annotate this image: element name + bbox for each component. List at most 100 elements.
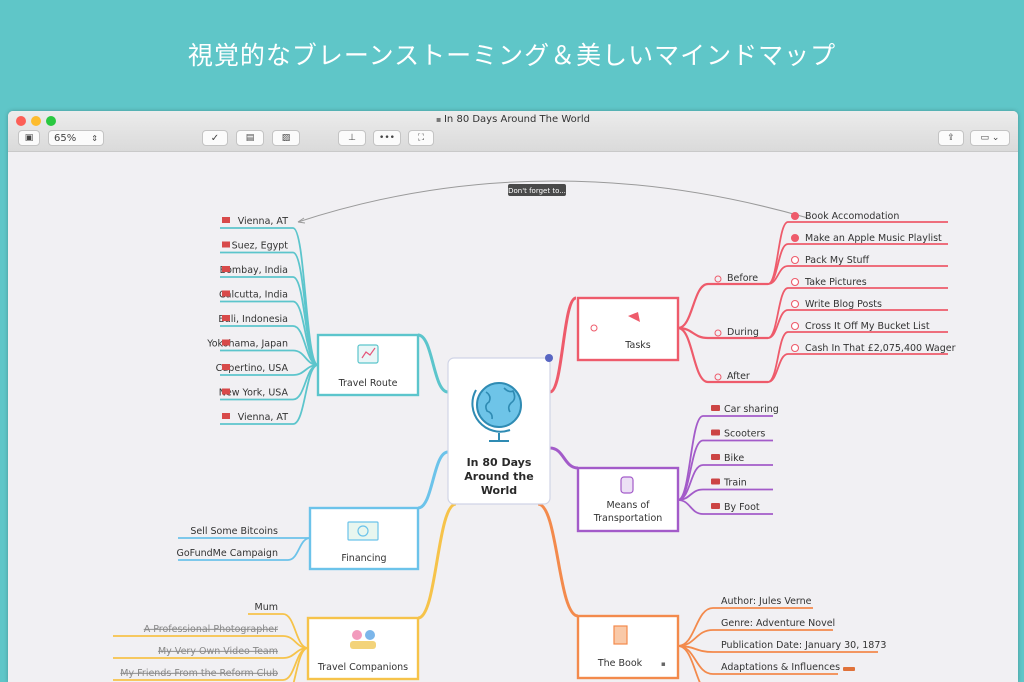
travel-route-item: Suez, Egypt — [232, 241, 289, 252]
close-window-button[interactable] — [16, 116, 26, 126]
flag-icon — [222, 413, 230, 419]
panel-icon: ▭ ⌄ — [980, 133, 1000, 143]
edge-task-item — [767, 309, 789, 339]
checkbox-icon[interactable] — [790, 321, 800, 331]
inspector-button[interactable]: ▭ ⌄ — [970, 130, 1010, 146]
transport-icon — [711, 503, 720, 509]
topic-companions-label: Travel Companions — [317, 662, 408, 673]
more-icon: ••• — [379, 133, 395, 143]
book-item: Publication Date: January 30, 1873 — [721, 640, 886, 651]
topic-transport-label-line2: Transportation — [593, 513, 663, 524]
topic-financing-label: Financing — [341, 553, 386, 564]
checkbox-icon[interactable] — [790, 277, 800, 287]
topic-book-label: The Book — [597, 658, 643, 669]
edge-task-group — [677, 282, 709, 330]
topic-tasks[interactable] — [576, 296, 680, 362]
zoom-value: 65% — [54, 132, 77, 144]
person-icon — [365, 630, 375, 640]
flag-icon — [222, 217, 230, 223]
image-icon: ▨ — [281, 133, 291, 143]
transport-icon — [711, 454, 720, 460]
checkbox-icon[interactable] — [790, 255, 800, 265]
add-child-button[interactable]: ⊥ — [338, 130, 366, 146]
note-indicator-icon: ▪ — [661, 660, 666, 668]
checkbox-icon[interactable] — [790, 343, 800, 353]
edge-travel-route-item — [292, 364, 319, 425]
sidebar-toggle-button[interactable]: ▣ — [18, 130, 40, 146]
flag-icon — [222, 241, 230, 248]
edge-book-item — [677, 645, 701, 682]
task-item: Book Accomodation — [805, 211, 899, 222]
edge-transport-item — [677, 415, 704, 501]
companion-item: My Friends From the Reform Club — [120, 668, 278, 679]
edge-book-item — [677, 607, 714, 647]
transport-item: Bike — [724, 453, 744, 464]
travel-route-item: Vienna, AT — [238, 412, 288, 423]
edge-task-item — [767, 287, 789, 339]
edge-tasks — [549, 296, 577, 394]
train-icon — [620, 476, 634, 494]
task-item: Write Blog Posts — [805, 299, 882, 310]
task-button[interactable]: ✓ — [202, 130, 228, 146]
edge-companions — [417, 502, 457, 620]
document-icon: ▪ — [436, 115, 444, 124]
window-title: ▪ In 80 Days Around The World — [8, 114, 1018, 125]
central-title-line2: Around the — [464, 470, 533, 483]
flag-icon — [222, 266, 230, 272]
note-button[interactable]: ▤ — [236, 130, 264, 146]
travel-route-item: Calcutta, India — [219, 290, 288, 301]
financing-item: GoFundMe Campaign — [176, 548, 278, 559]
image-button[interactable]: ▨ — [272, 130, 300, 146]
companion-item: A Professional Photographer — [144, 624, 278, 635]
money-icon — [347, 521, 379, 541]
app-window: ▪ In 80 Days Around The World ▣ 65% ⇕ ✓ … — [8, 111, 1018, 682]
central-title-line1: In 80 Days — [467, 456, 532, 469]
zoom-select[interactable]: 65% ⇕ — [48, 130, 104, 146]
chevron-updown-icon: ⇕ — [91, 133, 98, 143]
add-sibling-button[interactable]: ••• — [373, 130, 401, 146]
travel-route-item: Bombay, India — [220, 265, 288, 276]
travel-route-item: New York, USA — [219, 388, 289, 399]
transport-icon — [711, 478, 720, 485]
task-item: Make an Apple Music Playlist — [805, 233, 942, 244]
flag-icon — [222, 290, 230, 297]
task-item: Cross It Off My Bucket List — [805, 321, 930, 332]
checkbox-checked-icon[interactable] — [790, 211, 800, 221]
transport-item: Scooters — [724, 429, 765, 440]
person-icon — [352, 630, 362, 640]
financing-item: Sell Some Bitcoins — [190, 526, 278, 537]
edge-book-item — [677, 629, 714, 647]
callout-badge[interactable] — [508, 184, 566, 196]
edge-book — [537, 502, 579, 618]
connection-handle[interactable] — [545, 354, 553, 362]
window-title-text: In 80 Days Around The World — [443, 114, 590, 125]
edge-financing — [417, 450, 449, 510]
edge-travel-route — [417, 333, 449, 394]
companion-item: My Very Own Video Team — [158, 646, 278, 657]
callout-connector — [297, 180, 809, 223]
transport-item: Train — [723, 478, 747, 489]
zoom-window-button[interactable] — [46, 116, 56, 126]
book-icon — [613, 625, 628, 645]
edge-transport-item — [677, 499, 704, 515]
topic-travel-route-label: Travel Route — [338, 378, 398, 389]
note-icon: ▤ — [245, 133, 255, 143]
travel-route-item: Bali, Indonesia — [218, 314, 288, 325]
share-button[interactable]: ⇪ — [938, 130, 964, 146]
checkmark-circle-icon: ✓ — [210, 132, 220, 144]
task-group-label: Before — [727, 273, 758, 284]
topic-book[interactable] — [576, 614, 680, 680]
coin-icon — [357, 525, 369, 537]
edge-transport-item — [677, 439, 704, 501]
globe-icon — [471, 382, 522, 442]
checkbox-icon[interactable] — [790, 299, 800, 309]
flag-icon — [222, 388, 230, 395]
edge-task-item — [767, 265, 789, 285]
minimize-window-button[interactable] — [31, 116, 41, 126]
transport-item: By Foot — [724, 502, 760, 513]
sidebar-icon: ▣ — [24, 133, 34, 143]
edge-task-item — [767, 331, 789, 383]
focus-button[interactable]: ⛶ — [408, 130, 434, 146]
checkbox-checked-icon[interactable] — [790, 233, 800, 243]
